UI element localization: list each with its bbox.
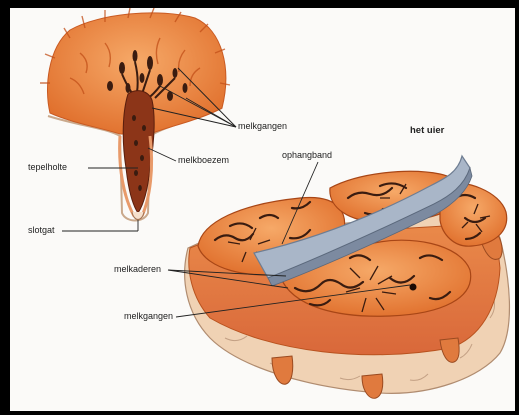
label-melkaderen: melkaderen — [114, 265, 161, 274]
label-melkgangen-top: melkgangen — [238, 122, 287, 131]
label-melkgangen-bottom: melkgangen — [124, 312, 173, 321]
label-tepelholte: tepelholte — [28, 163, 67, 172]
label-melkboezem: melkboezem — [178, 156, 229, 165]
label-ophangband: ophangband — [282, 151, 332, 160]
diagram-frame: melkgangen melkboezem tepelholte slotgat… — [10, 8, 515, 411]
label-het-uier: het uier — [410, 126, 444, 136]
label-slotgat: slotgat — [28, 226, 55, 235]
udder-illustration — [10, 8, 515, 411]
teat-section — [40, 8, 230, 221]
udder-section — [185, 156, 510, 398]
